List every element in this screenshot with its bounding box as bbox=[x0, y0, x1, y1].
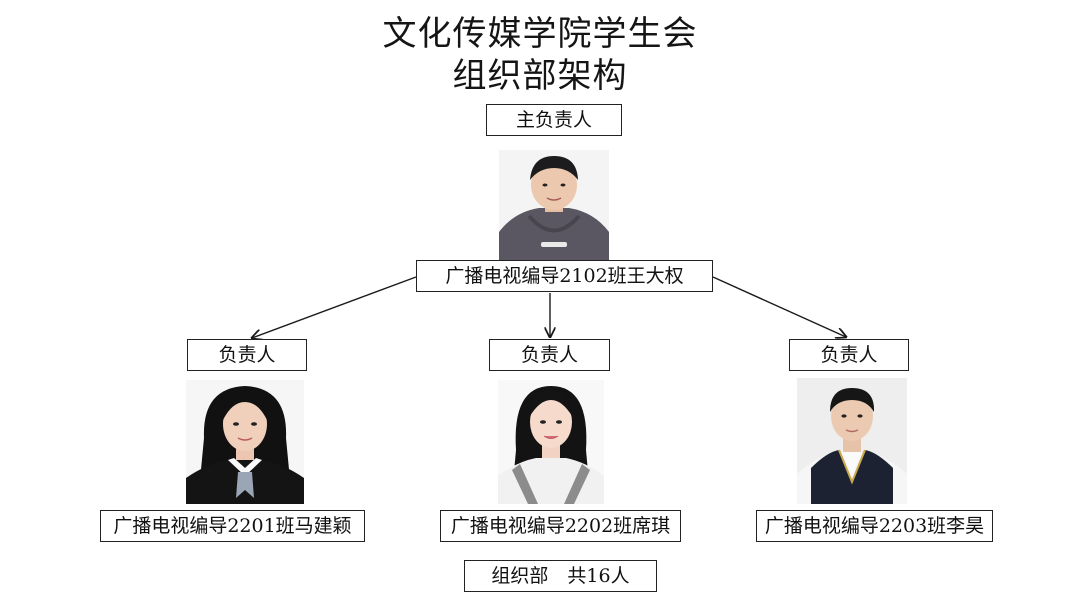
footer-label: 组织部 共16人 bbox=[491, 565, 630, 587]
head-portrait bbox=[499, 150, 609, 260]
head-name-box: 广播电视编导2102班王大权 bbox=[416, 260, 713, 292]
head-role-label: 主负责人 bbox=[515, 109, 592, 131]
leader-2-role-label: 负责人 bbox=[520, 344, 578, 366]
leader-3-role-box: 负责人 bbox=[789, 339, 909, 371]
leader-2-name-box: 广播电视编导2202班席琪 bbox=[440, 510, 681, 542]
leader-1-role-label: 负责人 bbox=[218, 344, 276, 366]
leader-3-role-label: 负责人 bbox=[820, 344, 878, 366]
leader-1-name-label: 广播电视编导2201班马建颖 bbox=[113, 515, 352, 537]
chart-title-line-2: 组织部架构 bbox=[452, 56, 628, 96]
leader-1-portrait bbox=[186, 380, 304, 504]
leader-2-role-box: 负责人 bbox=[489, 339, 610, 371]
footer-box: 组织部 共16人 bbox=[464, 560, 657, 592]
leader-1-role-box: 负责人 bbox=[187, 339, 307, 371]
leader-2-portrait bbox=[498, 380, 604, 504]
leader-2-name-label: 广播电视编导2202班席琪 bbox=[450, 515, 671, 537]
leader-3-name-label: 广播电视编导2203班李昊 bbox=[764, 515, 985, 537]
head-role-box: 主负责人 bbox=[486, 104, 622, 136]
arrow-to-left-leader bbox=[252, 276, 417, 338]
chart-title-line-1: 文化传媒学院学生会 bbox=[382, 14, 698, 54]
leader-1-name-box: 广播电视编导2201班马建颖 bbox=[100, 510, 365, 542]
arrow-to-right-leader bbox=[712, 276, 846, 337]
leader-3-portrait bbox=[797, 378, 907, 504]
head-name-label: 广播电视编导2102班王大权 bbox=[445, 265, 684, 287]
leader-3-name-box: 广播电视编导2203班李昊 bbox=[756, 510, 993, 542]
